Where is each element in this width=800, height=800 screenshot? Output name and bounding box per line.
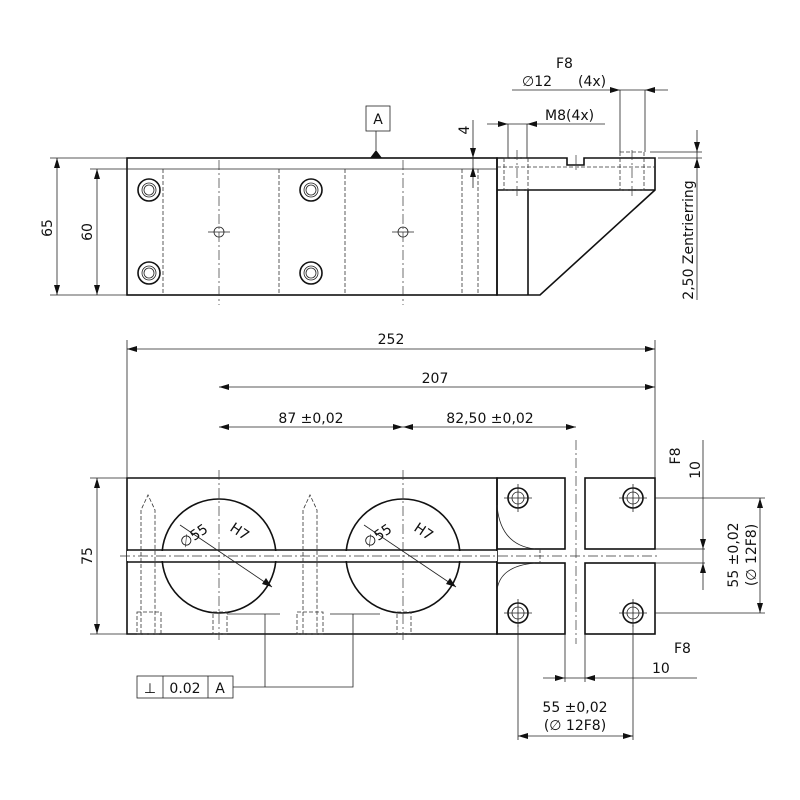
right-slot: 10 [688, 461, 704, 479]
bore-left-dia: ∅55 [177, 521, 211, 551]
bore-left-fit: H7 [227, 520, 252, 544]
dim-overall-height: 65 [40, 219, 56, 237]
dim-total-length: 252 [378, 332, 405, 348]
top-view: 65 60 4 M8(4x) F8 ∅12 (4x) 2,50 Zentrier… [40, 56, 702, 305]
tolerance-frame: ⊥ 0.02 A [136, 613, 380, 699]
bore-fit: F8 [556, 56, 573, 72]
dim-bore-pitch: 87 ±0,02 [278, 411, 343, 427]
front-view: ∅55 H7 ∅55 H7 252 207 87 ±0,02 [80, 332, 765, 740]
bottom-pitch-dia: (∅ 12F8) [544, 718, 606, 734]
perpendicularity-icon: ⊥ [144, 681, 156, 697]
bore-count: (4x) [578, 74, 606, 90]
counterbore-icon [137, 178, 161, 202]
counterbore-icon [299, 178, 323, 202]
counterbore-holes [137, 178, 414, 285]
bottom-pitch: 55 ±0,02 [542, 700, 607, 716]
counterbore-icon [504, 484, 532, 512]
dim-centering-ring: 2,50 Zentrierring [681, 180, 697, 299]
thread-callout: M8(4x) [545, 108, 594, 124]
dim-to-centering: 82,50 ±0,02 [446, 411, 533, 427]
datum-label: A [373, 112, 383, 128]
counterbore-icon [137, 261, 161, 285]
datum-a: A [365, 105, 391, 158]
tolerance-datum: A [215, 681, 225, 697]
datum-triangle-icon [370, 150, 382, 158]
bore-right-fit: H7 [411, 520, 436, 544]
counterbore-icon [299, 261, 323, 285]
counterbore-icon [619, 484, 647, 512]
right-pitch: 55 ±0,02 [726, 522, 742, 587]
bottom-fit: F8 [674, 641, 691, 657]
counterbore-icon [504, 599, 532, 627]
dim-to-end: 207 [422, 371, 449, 387]
dim-body-height: 60 [80, 223, 96, 241]
bore-right-dia: ∅55 [361, 521, 395, 551]
bottom-slot: 10 [652, 661, 670, 677]
tolerance-value: 0.02 [169, 681, 200, 697]
bore-dia: ∅12 [522, 74, 552, 90]
right-pitch-dia: (∅ 12F8) [744, 524, 760, 586]
right-fit: F8 [668, 448, 684, 465]
dim-step: 4 [457, 125, 473, 134]
dim-width: 75 [80, 547, 96, 565]
counterbore-icon [619, 599, 647, 627]
bracket-outline [496, 157, 656, 296]
